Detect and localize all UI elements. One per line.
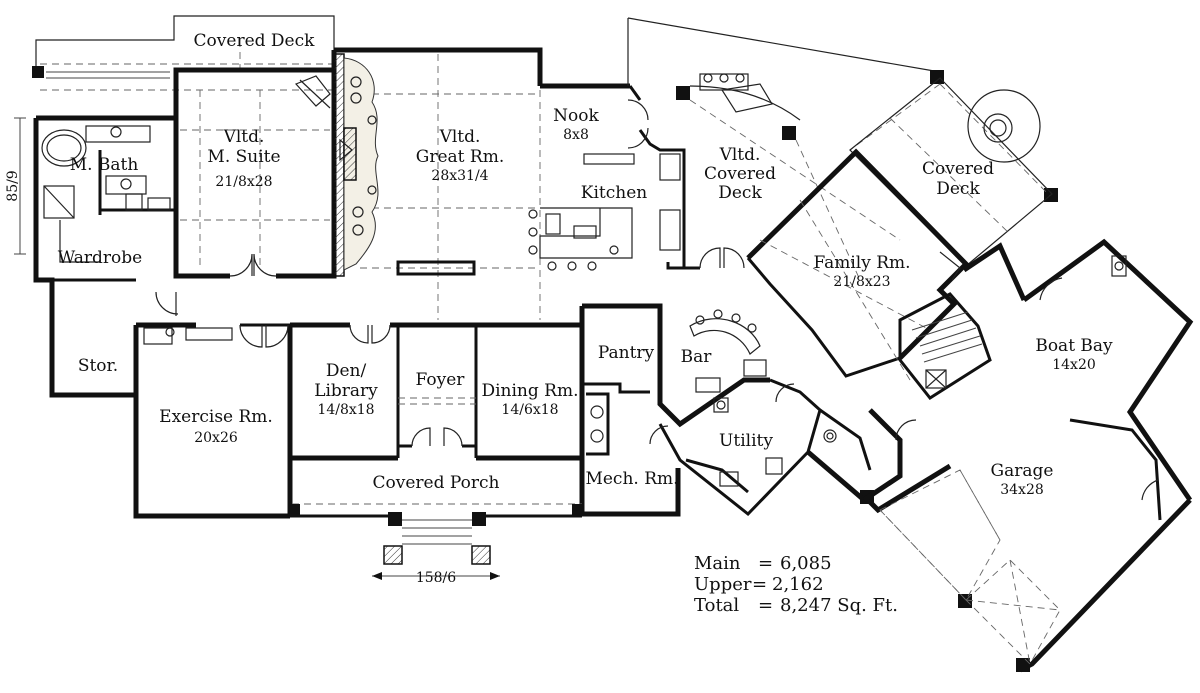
covered-porch (288, 504, 584, 565)
label-m-bath: M. Bath (70, 155, 139, 175)
area-summary: Main = 6,085 Upper = 2,162 Total = 8,247… (694, 553, 898, 616)
label-den-line2: Library (314, 381, 378, 401)
area-upper-value: 2,162 (772, 574, 824, 595)
area-main-sep: = (758, 553, 773, 574)
front-wing-walls (133, 291, 681, 519)
label-family-rm-size: 21/8x23 (833, 274, 890, 290)
dimension-lines (14, 117, 500, 580)
label-garage: Garage (991, 461, 1054, 481)
stairs (898, 292, 992, 400)
label-vltd-covered-deck-line3: Deck (718, 183, 762, 203)
covered-deck-top-area (32, 15, 335, 91)
master-suite-details (174, 75, 331, 277)
area-main-value: 6,085 (780, 553, 832, 574)
garage-walls (860, 238, 1194, 673)
garage-door-swings (879, 469, 1061, 665)
label-boat-bay-size: 14x20 (1052, 357, 1096, 373)
family-room-walls (746, 148, 970, 381)
fireplace-stone-wall (333, 53, 379, 277)
label-overall-depth: 85/9 (5, 170, 21, 201)
label-den-size: 14/8x18 (317, 402, 374, 418)
label-pantry: Pantry (598, 343, 655, 363)
service-wing-walls (579, 303, 917, 517)
label-overall-width: 158/6 (416, 570, 456, 586)
label-den-line1: Den/ (326, 361, 367, 381)
label-kitchen: Kitchen (581, 183, 647, 203)
label-vltd-covered-deck-line2: Covered (704, 164, 776, 184)
area-upper-label: Upper (694, 574, 752, 595)
label-stor: Stor. (78, 356, 118, 376)
room-labels: Covered Deck M. Bath Wardrobe Stor. Vltd… (5, 31, 1113, 586)
label-great-rm-line1: Vltd. (439, 127, 481, 147)
label-great-rm-size: 28x31/4 (431, 168, 488, 184)
label-m-suite-line2: M. Suite (207, 147, 280, 167)
label-m-suite-size: 21/8x28 (215, 174, 272, 190)
label-dining-rm: Dining Rm. (481, 381, 578, 401)
label-m-suite-line1: Vltd. (223, 127, 265, 147)
label-boat-bay: Boat Bay (1035, 336, 1113, 356)
label-covered-deck-right-line2: Deck (936, 179, 980, 199)
label-mech-rm: Mech. Rm. (585, 469, 678, 489)
label-exercise-rm: Exercise Rm. (159, 407, 273, 427)
label-vltd-covered-deck-line1: Vltd. (719, 145, 761, 165)
label-utility: Utility (719, 431, 773, 451)
area-total-label: Total (694, 595, 739, 616)
label-bar: Bar (681, 347, 713, 367)
label-foyer: Foyer (416, 370, 466, 390)
label-family-rm: Family Rm. (813, 253, 910, 273)
label-exercise-rm-size: 20x26 (194, 430, 238, 446)
master-bath-fixtures (41, 125, 171, 219)
label-garage-size: 34x28 (1000, 482, 1044, 498)
label-nook: Nook (553, 106, 599, 126)
label-nook-size: 8x8 (563, 127, 589, 143)
area-upper-sep: = (752, 574, 767, 595)
label-great-rm-line2: Great Rm. (416, 147, 504, 167)
label-covered-deck-top: Covered Deck (194, 31, 316, 51)
label-wardrobe: Wardrobe (58, 248, 142, 268)
area-main-label: Main (694, 553, 741, 574)
vaulted-covered-deck-area (627, 17, 1058, 281)
area-total-sep: = (758, 595, 773, 616)
label-covered-deck-right-line1: Covered (922, 159, 994, 179)
area-total-value: 8,247 Sq. Ft. (780, 595, 898, 616)
label-dining-rm-size: 14/6x18 (501, 402, 558, 418)
label-covered-porch: Covered Porch (373, 473, 500, 493)
kitchen-nook-walls (528, 83, 745, 271)
